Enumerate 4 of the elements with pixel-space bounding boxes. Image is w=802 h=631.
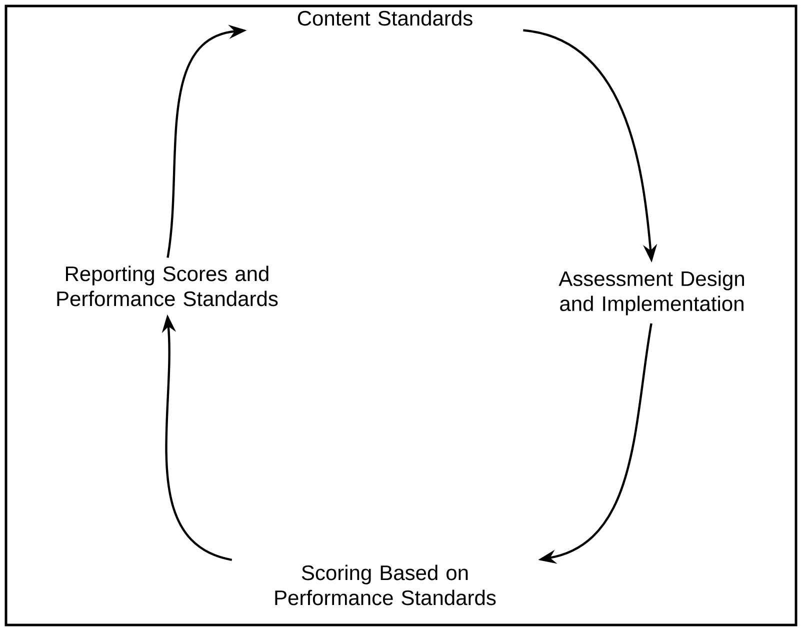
node-label: Scoring Based on Performance Standards [275, 564, 496, 606]
node-label: Content Standards [298, 10, 472, 26]
node-label: Assessment Design and Implementation [558, 270, 744, 316]
node-label: Reporting Scores and Performance Standards [57, 266, 278, 306]
